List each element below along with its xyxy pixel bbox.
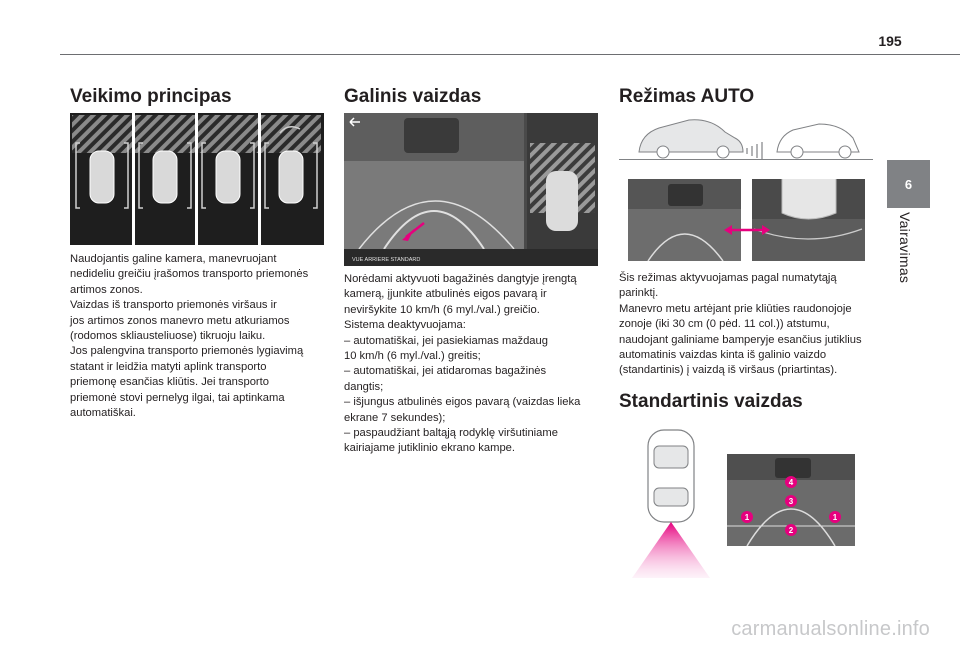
- section-heading-rear-view: Galinis vaizdas: [344, 86, 482, 107]
- standard-view-car-illustration: [624, 428, 719, 580]
- auto-mode-top-view: [752, 179, 865, 261]
- rear-view-screen-illustration: VUE ARRIERE STANDARD: [344, 113, 598, 266]
- transition-arrow-icon: [724, 222, 770, 235]
- page-number: 195: [878, 33, 902, 49]
- section-heading-standard-view: Standartinis vaizdas: [619, 391, 803, 412]
- standard-view-screen: 4 3 1 2 1: [727, 454, 855, 546]
- principle-body: Naudojantis galine kamera, manevruojant …: [70, 253, 309, 420]
- footer-watermark: carmanualsonline.info: [731, 618, 930, 640]
- header-rule: [60, 54, 960, 55]
- screen-caption: VUE ARRIERE STANDARD: [352, 257, 420, 263]
- chapter-label: Vairavimas: [897, 212, 913, 284]
- auto-mode-body: Šis režimas aktyvuojamas pagal numatytąj…: [619, 272, 862, 377]
- chapter-number: 6: [904, 176, 913, 192]
- marker-3: 3: [789, 497, 794, 506]
- section-heading-principle: Veikimo principas: [70, 86, 232, 107]
- marker-2: 2: [789, 526, 794, 535]
- auto-mode-cars-illustration: [619, 114, 873, 164]
- marker-1-right: 1: [833, 513, 838, 522]
- camera-views-illustration: [70, 113, 324, 245]
- rear-view-body: Norėdami aktyvuoti bagažinės dangtyje įr…: [344, 273, 581, 455]
- section-heading-auto-mode: Režimas AUTO: [619, 86, 755, 107]
- marker-4: 4: [789, 478, 794, 487]
- auto-mode-rear-view: [628, 179, 741, 261]
- marker-1-left: 1: [745, 513, 750, 522]
- chapter-tab: 6: [887, 160, 930, 208]
